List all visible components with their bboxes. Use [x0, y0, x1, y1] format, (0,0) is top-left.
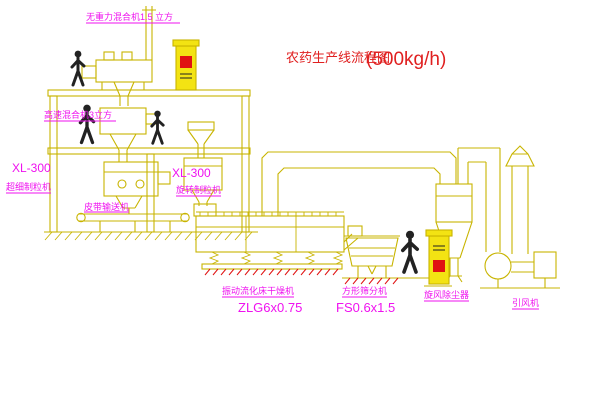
label-granulator-center-name: 旋转制粒机: [176, 184, 221, 195]
feed-pipe: [142, 6, 156, 60]
building-frame: [44, 89, 258, 241]
exhaust-duct: [261, 151, 457, 216]
exhaust-stack: [505, 145, 535, 254]
belt-conveyor: [76, 212, 190, 232]
worker-figure: [400, 228, 420, 274]
label-fan: 引风机: [512, 297, 539, 308]
title-text: 农药生产线流程图: [286, 50, 390, 65]
label-cyclone: 旋风除尘器: [424, 289, 469, 300]
bucket-elevator-top: [172, 39, 200, 91]
label-granulator-left-name: 超细制粒机: [6, 181, 51, 192]
worker-figure: [150, 109, 165, 145]
induced-draft-fan: [480, 251, 560, 289]
label-granulator-center-model: XL-300: [172, 166, 211, 180]
label-dryer-model: ZLG6x0.75: [238, 300, 302, 315]
sifter-inlet: [347, 225, 363, 237]
label-granulator-left-model: XL-300: [12, 161, 51, 175]
label-high-speed-mixer: 高速混合机3立方: [44, 109, 112, 120]
label-top-mixer: 无重力混合机1.5 立方: [86, 11, 173, 22]
label-dryer-name: 振动流化床干燥机: [222, 285, 294, 296]
ground-hatch: [44, 231, 253, 241]
dryer-springs: [208, 251, 344, 265]
equipment-labels: 无重力混合机1.5 立方 高速混合机3立方 XL-300 超细制粒机 XL-30…: [6, 11, 539, 315]
label-sifter-model: FS0.6x1.5: [336, 300, 395, 315]
sifter-base-hatch: [344, 277, 399, 285]
label-sifter-name: 方形筛分机: [342, 285, 387, 296]
title-capacity: (500kg/h): [366, 49, 446, 70]
dryer-inlet: [193, 203, 217, 217]
granulator-left: [103, 161, 171, 214]
gravity-mixer: [81, 51, 153, 106]
label-belt-conveyor: 皮带输送机: [84, 201, 129, 212]
dryer-base-hatch: [204, 268, 339, 276]
fluid-bed-dryer: [193, 203, 359, 276]
diagram-title: 农药生产线流程图 (500kg/h): [286, 49, 446, 70]
square-sifter: [342, 225, 430, 285]
bucket-elevator-right: [424, 229, 453, 287]
feeder-hopper: [187, 121, 215, 131]
